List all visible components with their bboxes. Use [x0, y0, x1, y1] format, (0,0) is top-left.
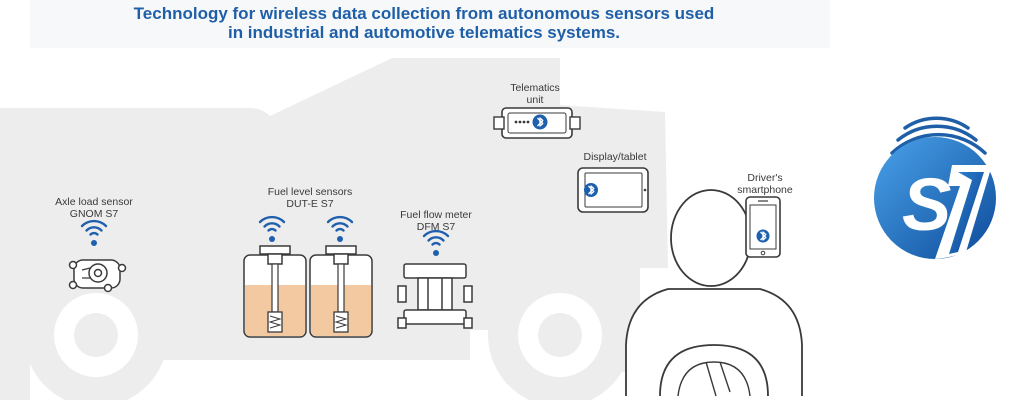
fuel-tank-icon: [309, 245, 373, 338]
logo-s7-text: S: [902, 163, 951, 246]
tablet-icon: [577, 167, 649, 213]
label-telematics-unit: Telematics unit: [510, 82, 560, 106]
driver-head: [670, 189, 752, 287]
label-drivers-smartphone: Driver's smartphone: [737, 172, 793, 196]
header-band: [30, 0, 830, 48]
title-line-1: Technology for wireless data collection …: [133, 4, 715, 23]
driver-figure: [625, 189, 803, 397]
title-line-2: in industrial and automotive telematics …: [227, 23, 621, 42]
page-title: Technology for wireless data collection …: [0, 4, 848, 42]
flow-meter-icon: [397, 263, 473, 329]
label-fuel-flow-meter: Fuel flow meter DFM S7: [400, 209, 472, 233]
telematics-unit-icon: [493, 107, 581, 139]
smartphone-icon: [745, 196, 781, 258]
label-axle-load-sensor: Axle load sensor GNOM S7: [55, 196, 133, 220]
s7-logo: S: [874, 116, 996, 259]
label-fuel-level-sensors: Fuel level sensors DUT-E S7: [267, 186, 353, 210]
driver-body: [625, 288, 803, 396]
label-display-tablet: Display/tablet: [583, 151, 647, 163]
steering-wheel: [659, 344, 769, 397]
axle-load-sensor-icon: [68, 259, 127, 293]
fuel-tank-icon: [243, 245, 307, 338]
truck-wheels: [0, 263, 632, 400]
